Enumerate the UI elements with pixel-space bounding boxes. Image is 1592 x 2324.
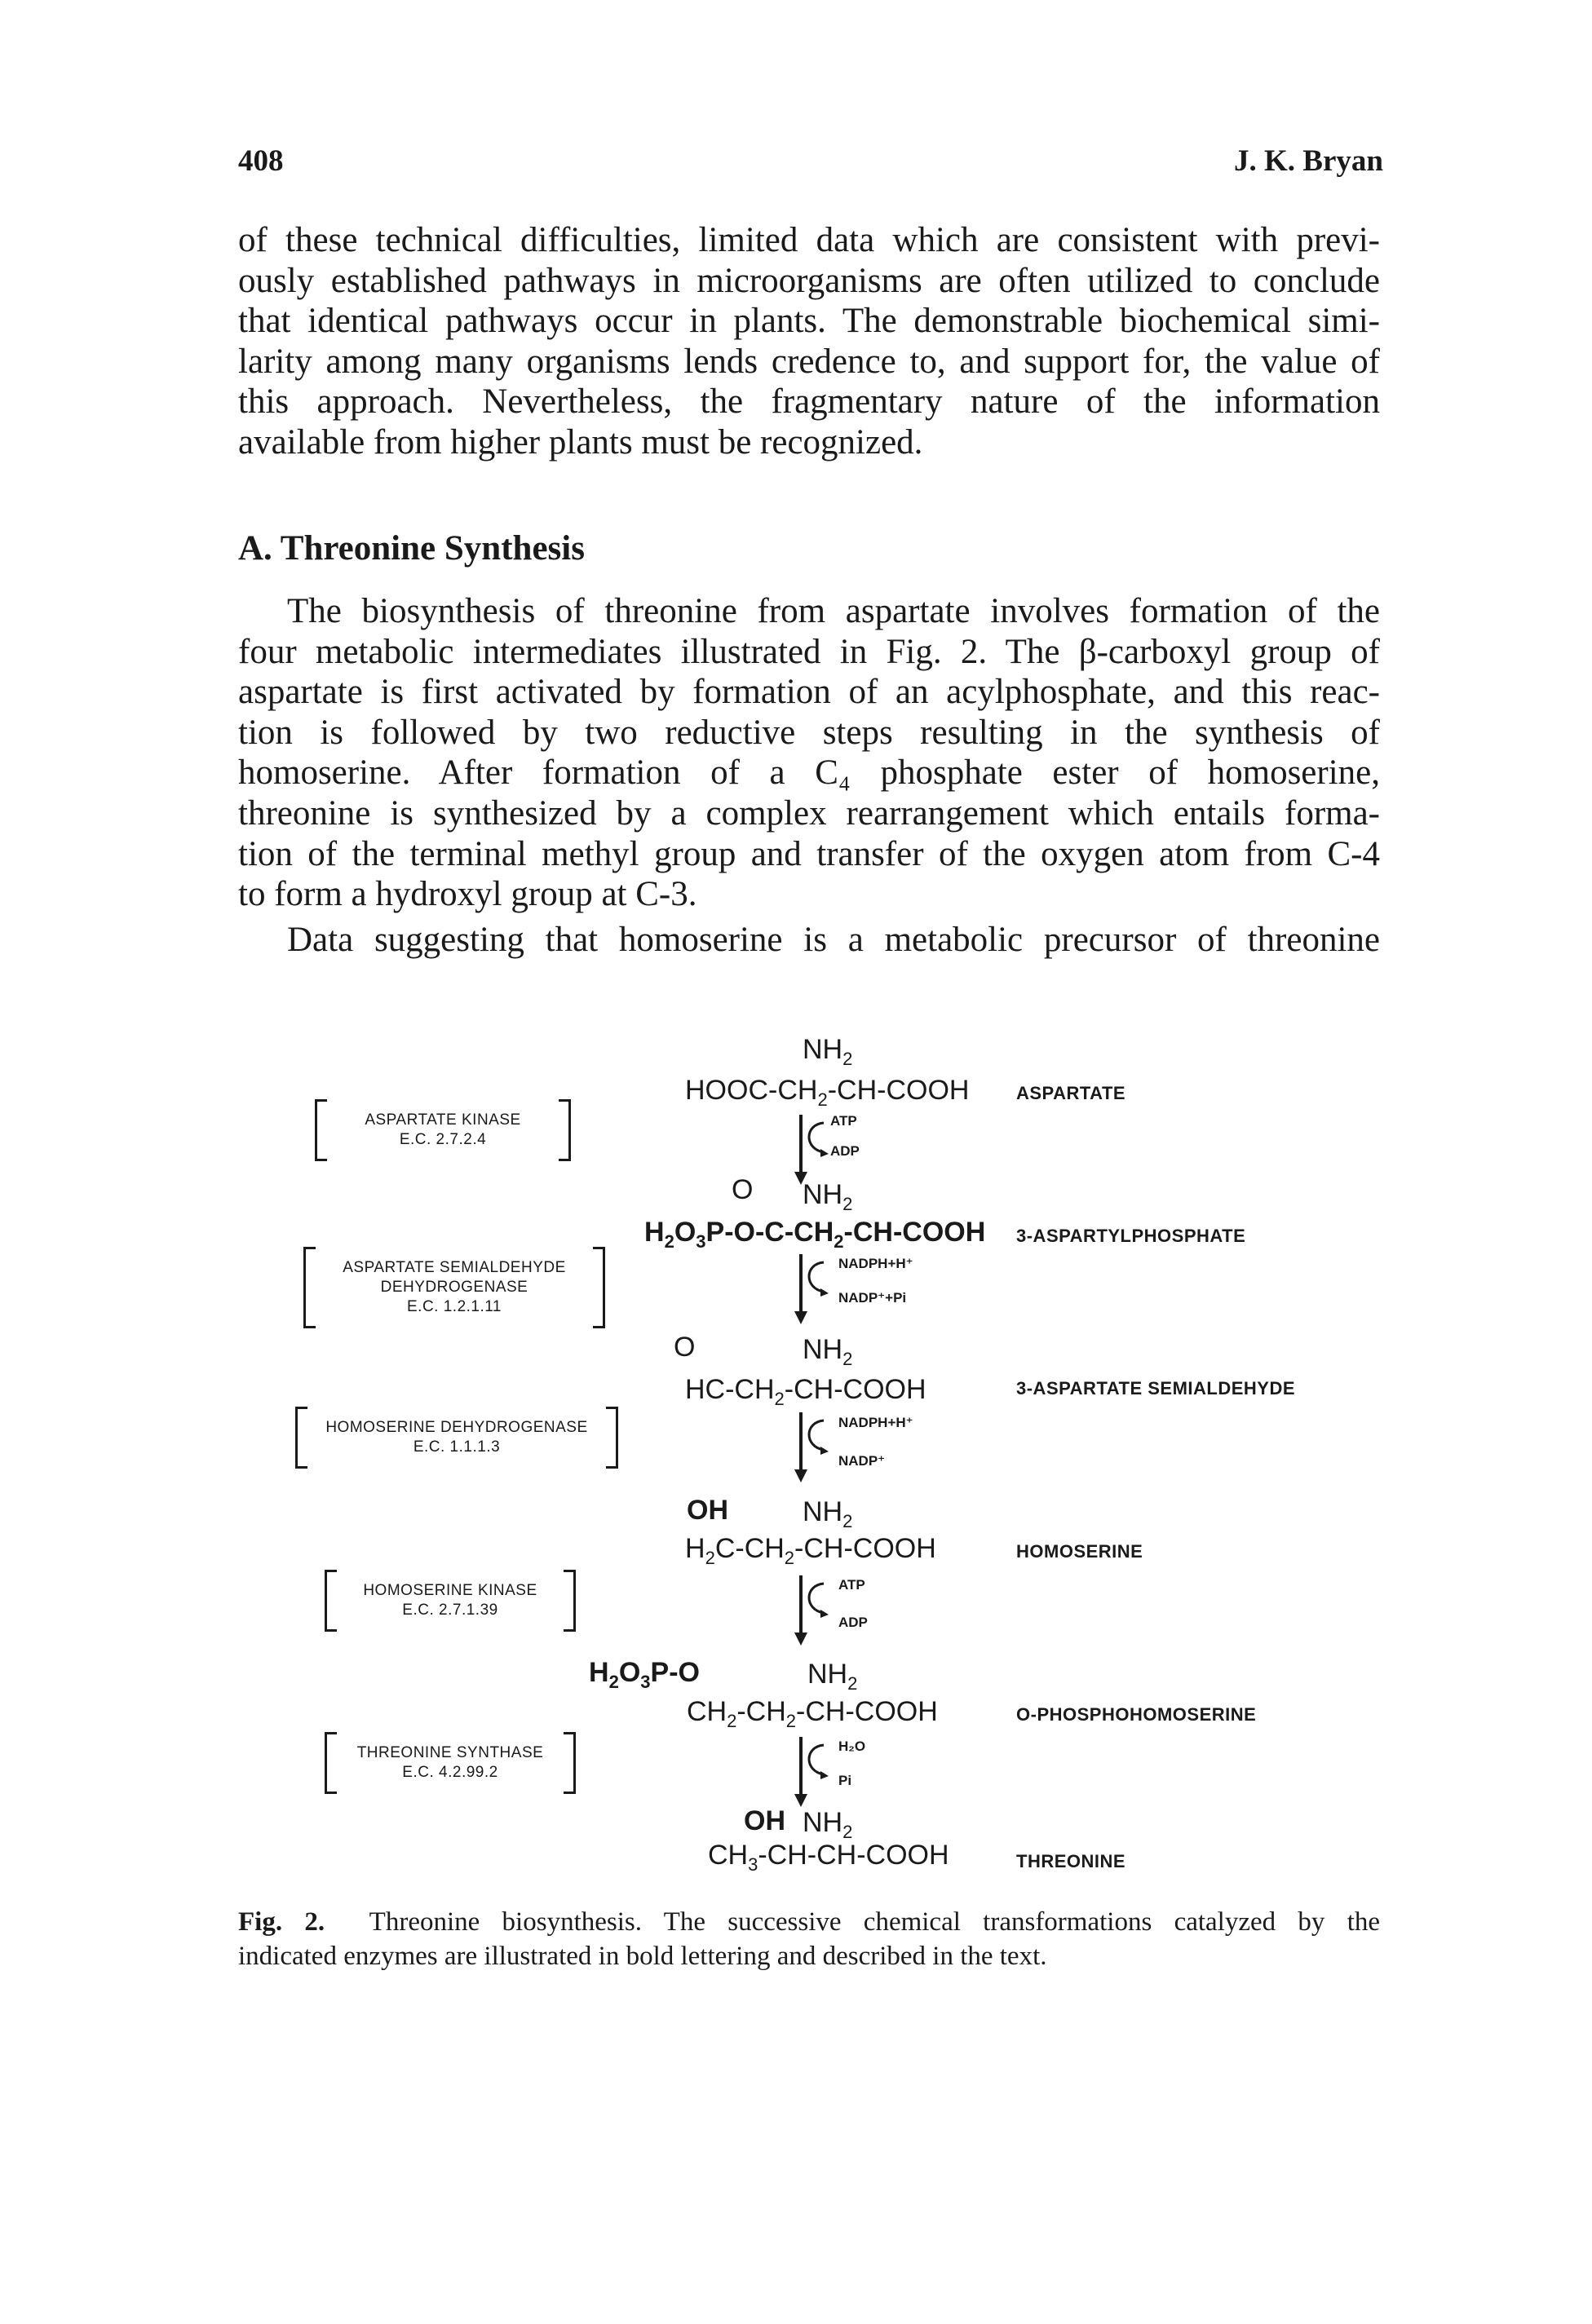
reaction-arrow-icon xyxy=(794,1254,829,1324)
enzyme-ec: E.C. 4.2.99.2 xyxy=(402,1764,498,1781)
text-line: to form a hydroxyl group at C-3. xyxy=(238,875,697,914)
figure-caption: Fig. 2. Threonine biosynthesis. The succ… xyxy=(238,1905,1380,1973)
body-paragraph-2: Data suggesting that homoserine is a met… xyxy=(238,920,1380,961)
cofactor-in: ATP xyxy=(830,1113,857,1129)
cofactor-out: NADP⁺ xyxy=(838,1453,886,1469)
compound-name-phosphohomoserine: O-PHOSPHOHOMOSERINE xyxy=(1016,1704,1257,1725)
section-heading: A. Threonine Synthesis xyxy=(238,529,585,568)
compound-name-threonine: THREONINE xyxy=(1016,1851,1126,1871)
compound-name-semialdehyde: 3-ASPARTATE SEMIALDEHYDE xyxy=(1016,1378,1296,1398)
page-number: 408 xyxy=(238,144,284,178)
text-line: larity among many organisms lends creden… xyxy=(238,342,1380,381)
enzyme-ec: E.C. 1.1.1.3 xyxy=(413,1438,501,1456)
text-line: Data suggesting that homoserine is a met… xyxy=(287,921,1380,959)
hydroxyl-label: OH xyxy=(687,1495,728,1526)
threonine-pathway-figure: ASPARTATE KINASE E.C. 2.7.2.4 ASPARTATE … xyxy=(0,1003,1592,1884)
text-line: aspartate is first activated by formatio… xyxy=(238,673,1380,712)
phosphate-ester-label: H2O3P-O xyxy=(589,1657,700,1692)
text-line: homoserine. After formation of a C₄ phos… xyxy=(238,753,1380,793)
semialdehyde-formula: HC-CH2-CH-COOH xyxy=(685,1374,926,1409)
cofactor-out: Pi xyxy=(838,1773,852,1788)
enzyme-name-line: ASPARTATE SEMIALDEHYDE xyxy=(343,1259,566,1276)
reaction-arrow-icon xyxy=(794,1412,829,1482)
enzyme-name: HOMOSERINE KINASE xyxy=(363,1582,537,1599)
enzyme-aspartate-kinase: ASPARTATE KINASE E.C. 2.7.2.4 xyxy=(315,1099,571,1161)
enzyme-name-line: DEHYDROGENASE xyxy=(380,1279,528,1296)
aspartate-formula: HOOC-CH2-CH-COOH xyxy=(685,1075,970,1110)
running-header-author: J. K. Bryan xyxy=(1234,144,1383,178)
caption-text: Threonine biosynthesis. The successive c… xyxy=(369,1907,1381,1937)
amino-label: NH2 xyxy=(803,1179,853,1214)
compound-name-aspartylphosphate: 3-ASPARTYLPHOSPHATE xyxy=(1016,1226,1246,1246)
intro-paragraph: of these technical difficulties, limited… xyxy=(238,220,1380,463)
enzyme-homoserine-dehydrogenase: HOMOSERINE DEHYDROGENASE E.C. 1.1.1.3 xyxy=(295,1407,618,1469)
text-line: tion of the terminal methyl group and tr… xyxy=(238,834,1380,873)
aspartate-amino-label: NH2 xyxy=(803,1034,853,1069)
threonine-formula: CH3-CH-CH-COOH xyxy=(708,1840,949,1875)
amino-label: NH2 xyxy=(803,1496,853,1531)
carbonyl-oxygen-label: O xyxy=(732,1174,754,1205)
reaction-arrow-icon xyxy=(794,1115,829,1185)
cofactor-out: ADP xyxy=(830,1143,860,1159)
text-line: available from higher plants must be rec… xyxy=(238,422,923,462)
text-line: of these technical difficulties, limited… xyxy=(238,221,1380,259)
phosphohomoserine-formula: CH2-CH2-CH-COOH xyxy=(687,1696,938,1731)
enzyme-ec: E.C. 2.7.1.39 xyxy=(402,1602,498,1619)
cofactor-out: NADP⁺+Pi xyxy=(838,1290,907,1306)
amino-label: NH2 xyxy=(803,1334,853,1369)
hydroxyl-label: OH xyxy=(744,1805,785,1836)
enzyme-ec: E.C. 1.2.1.11 xyxy=(407,1298,502,1315)
enzyme-name: HOMOSERINE DEHYDROGENASE xyxy=(325,1419,588,1436)
reaction-arrow-icon xyxy=(794,1737,829,1807)
homoserine-formula: H2C-CH2-CH-COOH xyxy=(685,1533,936,1568)
enzyme-homoserine-kinase: HOMOSERINE KINASE E.C. 2.7.1.39 xyxy=(325,1570,576,1632)
text-line: that identical pathways occur in plants.… xyxy=(238,302,1380,341)
enzyme-threonine-synthase: THREONINE SYNTHASE E.C. 4.2.99.2 xyxy=(325,1732,576,1794)
reaction-arrow-icon xyxy=(794,1575,829,1646)
enzyme-ec: E.C. 2.7.2.4 xyxy=(399,1131,487,1148)
compound-name-aspartate: ASPARTATE xyxy=(1016,1083,1126,1103)
cofactor-in: H₂O xyxy=(838,1739,866,1754)
body-paragraph: The biosynthesis of threonine from aspar… xyxy=(238,591,1380,915)
cofactor-out: ADP xyxy=(838,1615,868,1630)
cofactor-in: NADPH+H⁺ xyxy=(838,1256,913,1271)
amino-label: NH2 xyxy=(803,1807,853,1842)
cofactor-in: ATP xyxy=(838,1577,865,1593)
caption-label: Fig. 2. xyxy=(238,1907,325,1937)
caption-line: indicated enzymes are illustrated in bol… xyxy=(238,1942,1047,1971)
cofactor-in: NADPH+H⁺ xyxy=(838,1415,913,1430)
enzyme-name: ASPARTATE KINASE xyxy=(365,1111,521,1129)
text-line: threonine is synthesized by a complex re… xyxy=(238,793,1380,833)
amino-label: NH2 xyxy=(807,1659,858,1694)
text-line: The biosynthesis of threonine from aspar… xyxy=(287,592,1380,630)
text-line: this approach. Nevertheless, the fragmen… xyxy=(238,382,1380,422)
caption-line: Fig. 2. Threonine biosynthesis. The succ… xyxy=(238,1905,1380,1939)
enzyme-name: THREONINE SYNTHASE xyxy=(356,1744,544,1761)
text-line: tion is followed by two reductive steps … xyxy=(238,713,1380,752)
aldehyde-oxygen-label: O xyxy=(674,1332,696,1363)
compound-name-homoserine: HOMOSERINE xyxy=(1016,1541,1143,1562)
text-line: four metabolic intermediates illustrated… xyxy=(238,632,1380,671)
text-line: ously established pathways in microorgan… xyxy=(238,261,1380,300)
aspartylphosphate-formula: H2O3P-O-C-CH2-CH-COOH xyxy=(644,1217,986,1252)
enzyme-aspartate-semialdehyde-dehydrogenase: ASPARTATE SEMIALDEHYDE DEHYDROGENASE E.C… xyxy=(303,1247,605,1328)
